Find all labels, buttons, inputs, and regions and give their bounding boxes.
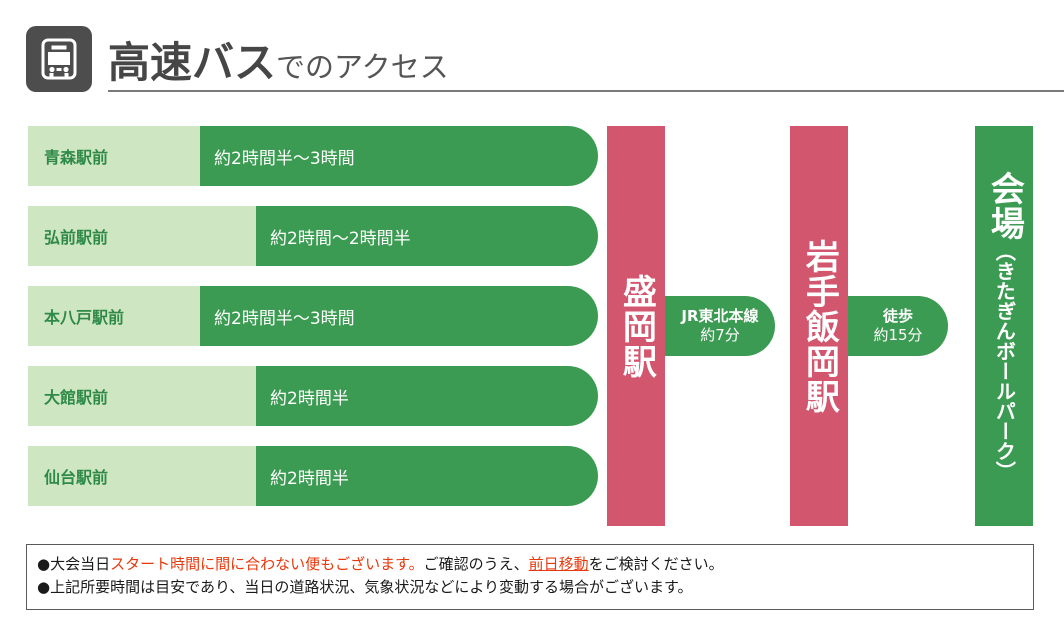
note-line-1: ●大会当日スタート時間に間に合わない便もございます。ご確認のうえ、前日移動をご検… [37, 553, 1033, 576]
note-line1-part3: ご確認のうえ、 [423, 555, 529, 573]
venue-name-main: 会場 [984, 171, 1025, 241]
note-line1-emphasis: 前日移動 [528, 555, 589, 573]
bus-duration-text: 約2時間半～3時間 [214, 148, 355, 169]
page-title: 高速バスでのアクセス [108, 22, 1064, 100]
bus-origin-label: 仙台駅前 [28, 446, 256, 506]
note-line1-part5: をご検討ください。 [588, 555, 724, 573]
note-line1-part1: 大会当日 [50, 555, 111, 573]
bus-origin-label: 弘前駅前 [28, 206, 256, 266]
bus-icon [26, 26, 92, 92]
bus-route-row: 青森駅前 約2時間半～3時間 [28, 126, 598, 186]
connector-jr-line: JR東北本線 約7分 [665, 296, 775, 356]
bus-duration-text: 約2時間半～3時間 [214, 308, 355, 329]
page-header: 高速バスでのアクセス [26, 22, 1064, 100]
bus-duration-text: 約2時間半 [270, 388, 349, 409]
bus-duration-text: 約2時間半 [270, 468, 349, 489]
note-line1-highlight: スタート時間に間に合わない便もございます。 [110, 555, 424, 573]
bus-origin-text: 本八戸駅前 [44, 308, 125, 327]
connector-mode-text: JR東北本線 [681, 307, 759, 326]
bus-origin-label: 大館駅前 [28, 366, 256, 426]
venue-name-paren: （きたぎんボールパーク） [992, 241, 1017, 481]
bus-origin-text: 仙台駅前 [44, 468, 109, 487]
bus-duration-text: 約2時間～2時間半 [270, 228, 411, 249]
bus-route-row: 本八戸駅前 約2時間半～3時間 [28, 286, 598, 346]
connector-time-text: 約15分 [873, 325, 923, 344]
bus-route-row: 弘前駅前 約2時間～2時間半 [28, 206, 598, 266]
station-column-morioka: 盛岡駅 [607, 126, 665, 526]
bus-origin-text: 大館駅前 [44, 388, 109, 407]
title-divider [108, 90, 1064, 92]
note-bullet: ● [37, 578, 51, 597]
bus-route-row: 仙台駅前 約2時間半 [28, 446, 598, 506]
bus-origin-text: 青森駅前 [44, 148, 109, 167]
bus-route-row: 大館駅前 約2時間半 [28, 366, 598, 426]
bus-origin-text: 弘前駅前 [44, 228, 109, 247]
station-name-iwate-iioka: 岩手飯岡駅 [799, 238, 840, 414]
connector-mode-text: 徒歩 [882, 307, 913, 326]
page-title-sub: でのアクセス [276, 50, 449, 84]
station-column-iwate-iioka: 岩手飯岡駅 [790, 126, 848, 526]
bus-origin-label: 青森駅前 [28, 126, 200, 186]
bus-origin-label: 本八戸駅前 [28, 286, 200, 346]
venue-label: 会場（きたぎんボールパーク） [984, 171, 1025, 481]
notes-box: ●大会当日スタート時間に間に合わない便もございます。ご確認のうえ、前日移動をご検… [26, 544, 1034, 610]
note-bullet: ● [37, 555, 51, 573]
station-name-morioka: 盛岡駅 [616, 273, 657, 379]
note-line-2: ●上記所要時間は目安であり、当日の道路状況、気象状況などにより変動する場合がござ… [37, 576, 1033, 599]
venue-column: 会場（きたぎんボールパーク） [975, 126, 1033, 526]
page-title-main: 高速バス [108, 38, 277, 87]
access-diagram: 青森駅前 約2時間半～3時間 弘前駅前 約2時間～2時間半 本八戸駅前 約2時間… [0, 126, 1064, 526]
connector-walk: 徒歩 約15分 [848, 296, 948, 356]
connector-time-text: 約7分 [700, 325, 740, 344]
note-line2-text: 上記所要時間は目安であり、当日の道路状況、気象状況などにより変動する場合がござい… [50, 578, 693, 597]
